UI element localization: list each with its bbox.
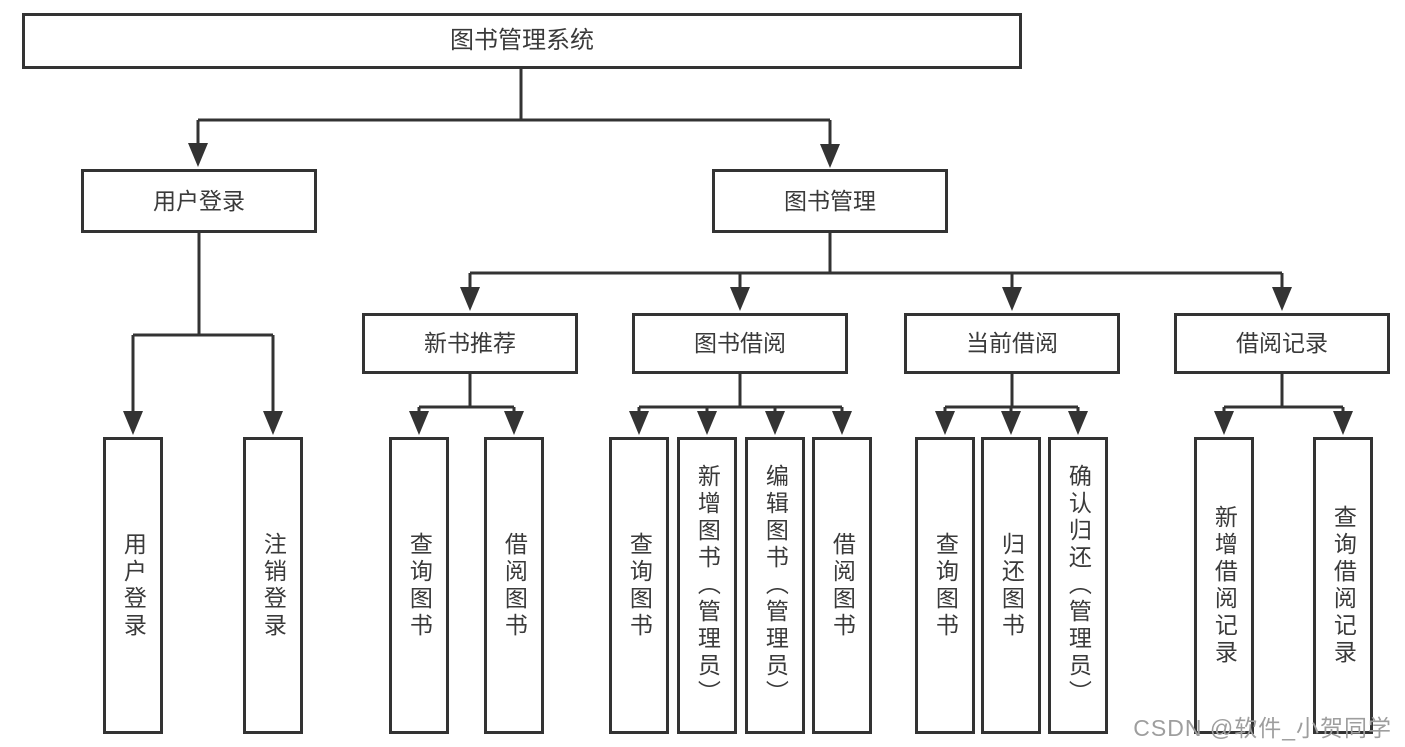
leaf-query-books-3: 查询图书 bbox=[915, 437, 975, 734]
node-root: 图书管理系统 bbox=[22, 13, 1022, 69]
leaf-query-books-1-label: 查询图书 bbox=[406, 531, 433, 640]
watermark: CSDN @软件_小贺同学 bbox=[1133, 715, 1392, 741]
leaf-borrow-books-1-label: 借阅图书 bbox=[501, 531, 528, 640]
node-borrowing-records: 借阅记录 bbox=[1174, 313, 1390, 374]
node-user-login: 用户登录 bbox=[81, 169, 317, 233]
leaf-user-login: 用户登录 bbox=[103, 437, 163, 734]
leaf-return-books: 归还图书 bbox=[981, 437, 1041, 734]
leaf-confirm-return-admin-label: 确认归还（管理员） bbox=[1065, 464, 1092, 707]
leaf-add-borrow-record: 新增借阅记录 bbox=[1194, 437, 1254, 734]
node-current-borrowing-label: 当前借阅 bbox=[966, 330, 1058, 357]
leaf-confirm-return-admin: 确认归还（管理员） bbox=[1048, 437, 1108, 734]
leaf-add-borrow-record-label: 新增借阅记录 bbox=[1211, 504, 1238, 667]
node-new-book-recommend-label: 新书推荐 bbox=[424, 330, 516, 357]
leaf-user-login-label: 用户登录 bbox=[120, 531, 147, 640]
node-book-management-label: 图书管理 bbox=[784, 187, 876, 214]
arrowheads bbox=[123, 143, 1353, 435]
leaf-query-books-3-label: 查询图书 bbox=[932, 531, 959, 640]
leaf-query-borrow-record: 查询借阅记录 bbox=[1313, 437, 1373, 734]
node-new-book-recommend: 新书推荐 bbox=[362, 313, 578, 374]
leaf-borrow-books-2: 借阅图书 bbox=[812, 437, 872, 734]
leaf-query-books-2-label: 查询图书 bbox=[626, 531, 653, 640]
leaf-logout-label: 注销登录 bbox=[260, 531, 287, 640]
node-root-label: 图书管理系统 bbox=[450, 27, 594, 54]
connector-lines bbox=[131, 69, 1345, 411]
leaf-add-book-admin: 新增图书（管理员） bbox=[677, 437, 737, 734]
node-book-management: 图书管理 bbox=[712, 169, 948, 233]
leaf-borrow-books-1: 借阅图书 bbox=[484, 437, 544, 734]
leaf-query-books-1: 查询图书 bbox=[389, 437, 449, 734]
leaf-logout: 注销登录 bbox=[243, 437, 303, 734]
leaf-query-borrow-record-label: 查询借阅记录 bbox=[1330, 504, 1357, 667]
node-borrowing-records-label: 借阅记录 bbox=[1236, 330, 1328, 357]
leaf-query-books-2: 查询图书 bbox=[609, 437, 669, 734]
node-book-borrowing-label: 图书借阅 bbox=[694, 330, 786, 357]
node-user-login-label: 用户登录 bbox=[153, 187, 245, 214]
leaf-borrow-books-2-label: 借阅图书 bbox=[829, 531, 856, 640]
node-current-borrowing: 当前借阅 bbox=[904, 313, 1120, 374]
leaf-add-book-admin-label: 新增图书（管理员） bbox=[694, 464, 721, 707]
leaf-edit-book-admin: 编辑图书（管理员） bbox=[745, 437, 805, 734]
leaf-return-books-label: 归还图书 bbox=[998, 531, 1025, 640]
leaf-edit-book-admin-label: 编辑图书（管理员） bbox=[762, 464, 789, 707]
node-book-borrowing: 图书借阅 bbox=[632, 313, 848, 374]
